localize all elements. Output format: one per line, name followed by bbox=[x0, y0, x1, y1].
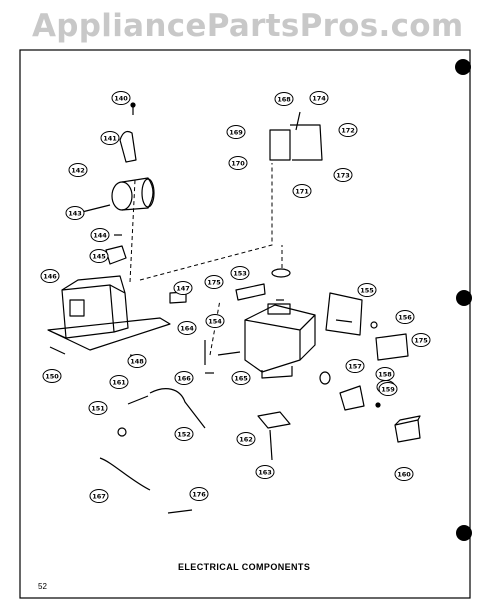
svg-text:145: 145 bbox=[92, 252, 106, 260]
svg-text:167: 167 bbox=[92, 492, 106, 500]
svg-text:174: 174 bbox=[312, 94, 326, 102]
callout-161: 161 bbox=[109, 375, 129, 389]
callout-176: 176 bbox=[189, 487, 209, 501]
svg-text:158: 158 bbox=[378, 370, 392, 378]
callout-174: 174 bbox=[309, 91, 329, 105]
svg-text:150: 150 bbox=[45, 372, 59, 380]
page-border bbox=[19, 49, 471, 599]
callout-151: 151 bbox=[88, 401, 108, 415]
svg-text:146: 146 bbox=[43, 272, 57, 280]
svg-text:143: 143 bbox=[68, 209, 82, 217]
svg-text:160: 160 bbox=[397, 470, 411, 478]
callout-164: 164 bbox=[177, 321, 197, 335]
svg-text:176: 176 bbox=[192, 490, 206, 498]
svg-text:140: 140 bbox=[114, 94, 128, 102]
svg-text:166: 166 bbox=[177, 374, 191, 382]
part-drawings bbox=[47, 102, 421, 514]
svg-text:157: 157 bbox=[348, 362, 362, 370]
callout-165: 165 bbox=[231, 371, 251, 385]
callout-141: 141 bbox=[100, 131, 120, 145]
callout-175: 175 bbox=[411, 333, 431, 347]
callout-162: 162 bbox=[236, 432, 256, 446]
callout-157: 157 bbox=[345, 359, 365, 373]
svg-text:169: 169 bbox=[229, 128, 243, 136]
svg-text:164: 164 bbox=[180, 324, 194, 332]
svg-text:175: 175 bbox=[207, 278, 221, 286]
svg-text:163: 163 bbox=[258, 468, 272, 476]
callout-156: 156 bbox=[395, 310, 415, 324]
callout-155: 155 bbox=[357, 283, 377, 297]
binder-hole-top bbox=[455, 59, 471, 75]
svg-text:155: 155 bbox=[360, 286, 374, 294]
callout-144: 144 bbox=[90, 228, 110, 242]
svg-text:154: 154 bbox=[208, 317, 222, 325]
svg-text:162: 162 bbox=[239, 435, 253, 443]
callout-143: 143 bbox=[65, 206, 85, 220]
callout-167: 167 bbox=[89, 489, 109, 503]
binder-hole-middle bbox=[456, 290, 472, 306]
dashed-connectors bbox=[129, 163, 283, 356]
svg-text:173: 173 bbox=[336, 171, 350, 179]
callout-158: 158 bbox=[375, 367, 395, 381]
callout-147: 147 bbox=[173, 281, 193, 295]
binder-hole-bottom bbox=[456, 525, 472, 541]
callout-150: 150 bbox=[42, 369, 62, 383]
callout-140: 140 bbox=[111, 91, 131, 105]
callout-152: 152 bbox=[174, 427, 194, 441]
callout-170: 170 bbox=[228, 156, 248, 170]
callout-172: 172 bbox=[338, 123, 358, 137]
callouts: 140 141 142 143 144 145 146 147 148 149 … bbox=[40, 91, 431, 503]
callout-154: 154 bbox=[205, 314, 225, 328]
svg-text:156: 156 bbox=[398, 313, 412, 321]
svg-text:161: 161 bbox=[112, 378, 126, 386]
svg-text:153: 153 bbox=[233, 269, 247, 277]
svg-text:142: 142 bbox=[71, 166, 85, 174]
callout-145: 145 bbox=[89, 249, 109, 263]
callout-169: 169 bbox=[226, 125, 246, 139]
callout-168: 168 bbox=[274, 92, 294, 106]
svg-text:147: 147 bbox=[176, 284, 190, 292]
svg-text:151: 151 bbox=[91, 404, 105, 412]
svg-text:172: 172 bbox=[341, 126, 355, 134]
diagram-caption: ELECTRICAL COMPONENTS bbox=[178, 562, 311, 572]
page-number: 52 bbox=[38, 582, 47, 591]
svg-text:175: 175 bbox=[414, 336, 428, 344]
watermark: AppliancePartsPros.com bbox=[32, 8, 464, 44]
callout-159: 159 bbox=[378, 382, 398, 396]
callout-171: 171 bbox=[292, 184, 312, 198]
callout-153: 153 bbox=[230, 266, 250, 280]
callout-166: 166 bbox=[174, 371, 194, 385]
svg-text:171: 171 bbox=[295, 187, 309, 195]
svg-text:148: 148 bbox=[130, 357, 144, 365]
callout-148: 148 bbox=[127, 354, 147, 368]
svg-text:144: 144 bbox=[93, 231, 107, 239]
callout-175: 175 bbox=[204, 275, 224, 289]
callout-160: 160 bbox=[394, 467, 414, 481]
svg-text:141: 141 bbox=[103, 134, 117, 142]
callout-173: 173 bbox=[333, 168, 353, 182]
svg-text:165: 165 bbox=[234, 374, 248, 382]
callout-163: 163 bbox=[255, 465, 275, 479]
callout-146: 146 bbox=[40, 269, 60, 283]
svg-text:168: 168 bbox=[277, 95, 291, 103]
svg-text:152: 152 bbox=[177, 430, 191, 438]
svg-text:159: 159 bbox=[381, 385, 395, 393]
callout-142: 142 bbox=[68, 163, 88, 177]
svg-text:170: 170 bbox=[231, 159, 245, 167]
